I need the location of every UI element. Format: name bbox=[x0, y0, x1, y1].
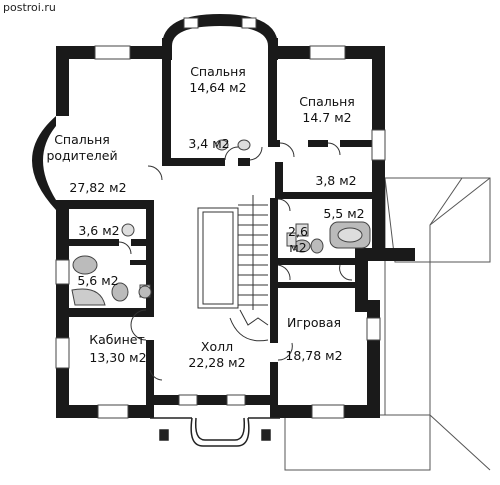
room-bath-left-area: 5,6 м2 bbox=[77, 273, 119, 288]
room-bath-right-area: 5,5 м2 bbox=[323, 206, 365, 221]
room-bedroom-right-area: 14.7 м2 bbox=[302, 110, 352, 125]
room-closet-left-area: 3,6 м2 bbox=[78, 223, 120, 238]
entrance-bay bbox=[150, 417, 280, 447]
room-parents-bedroom-area: 27,82 м2 bbox=[69, 180, 127, 195]
room-small-right-area: 3,8 м2 bbox=[315, 173, 357, 188]
room-wc-right-area2: м2 bbox=[289, 240, 307, 255]
room-wc-top-area: 3,4 м2 bbox=[188, 136, 230, 151]
room-wc-right-area: 2,6 bbox=[288, 224, 308, 239]
room-bedroom-right-name: Спальня bbox=[299, 94, 355, 109]
room-parents-bedroom-name: Спальня bbox=[54, 132, 110, 147]
staircase bbox=[197, 195, 269, 342]
room-study-name: Кабинет bbox=[89, 332, 145, 347]
room-playroom-area: 18,78 м2 bbox=[285, 348, 343, 363]
room-study-area: 13,30 м2 bbox=[89, 350, 147, 365]
room-hall-name: Холл bbox=[200, 339, 234, 354]
room-bedroom-top-area: 14,64 м2 bbox=[189, 80, 247, 95]
site-watermark: postroi.ru bbox=[3, 1, 56, 14]
room-parents-bedroom-name2: родителей bbox=[46, 148, 118, 163]
room-playroom-name: Игровая bbox=[286, 315, 342, 330]
room-bedroom-top-name: Спальня bbox=[190, 64, 246, 79]
fixtures bbox=[71, 139, 371, 306]
windows bbox=[55, 17, 386, 419]
room-hall-area: 22,28 м2 bbox=[188, 355, 246, 370]
doors bbox=[118, 142, 353, 381]
